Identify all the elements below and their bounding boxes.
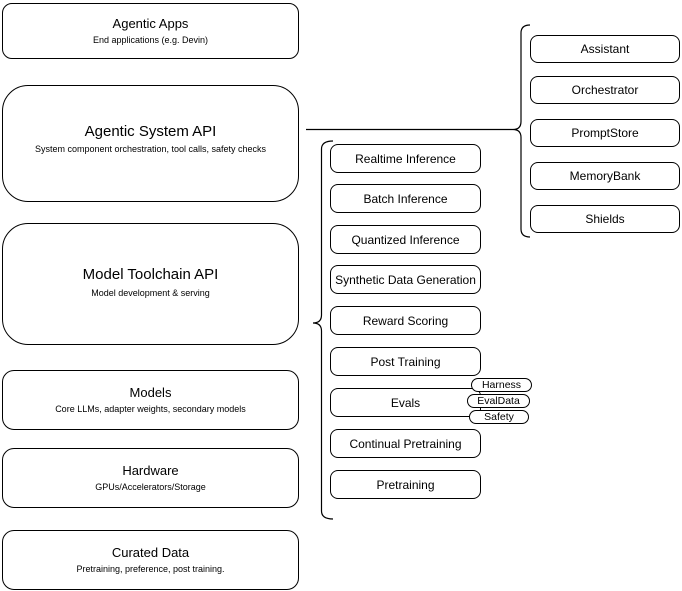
node-batch-inference: Batch Inference (330, 184, 481, 213)
node-title: Curated Data (111, 544, 190, 560)
node-subtitle: Core LLMs, adapter weights, secondary mo… (55, 404, 246, 415)
node-shields: Shields (530, 205, 680, 233)
node-quantized-inference: Quantized Inference (330, 225, 481, 254)
node-title: Agentic System API (84, 122, 217, 140)
node-pretraining: Pretraining (330, 470, 481, 499)
node-label: Continual Pretraining (349, 436, 462, 451)
node-subtitle: System component orchestration, tool cal… (34, 144, 267, 155)
node-label: Evals (390, 395, 421, 410)
node-agentic-apps: Agentic Apps End applications (e.g. Devi… (2, 3, 299, 59)
node-label: Orchestrator (571, 83, 639, 97)
node-label: Synthetic Data Generation (335, 272, 476, 287)
node-orchestrator: Orchestrator (530, 76, 680, 104)
toolchain-brace (312, 140, 334, 520)
node-post-training: Post Training (330, 347, 481, 376)
node-subtitle: Pretraining, preference, post training. (76, 564, 225, 575)
node-title: Model Toolchain API (82, 266, 219, 284)
node-title: Hardware (122, 462, 179, 478)
node-label: Batch Inference (363, 191, 448, 206)
node-title: Agentic Apps (112, 15, 189, 31)
node-label: Post Training (370, 354, 441, 369)
node-model-toolchain-api: Model Toolchain API Model development & … (2, 223, 299, 345)
node-agentic-system-api: Agentic System API System component orch… (2, 85, 299, 202)
node-label: Shields (585, 212, 625, 226)
node-subtitle: GPUs/Accelerators/Storage (95, 482, 206, 493)
node-realtime-inference: Realtime Inference (330, 144, 481, 173)
node-label: PromptStore (571, 126, 639, 140)
node-assistant: Assistant (530, 35, 680, 63)
system-components-brace (512, 24, 531, 238)
node-title: Models (129, 384, 172, 400)
node-hardware: Hardware GPUs/Accelerators/Storage (2, 448, 299, 508)
tag-safety: Safety (469, 410, 529, 424)
tag-evaldata: EvalData (467, 394, 530, 408)
tag-harness: Harness (471, 378, 532, 392)
node-label: Assistant (580, 42, 630, 56)
node-promptstore: PromptStore (530, 119, 680, 147)
node-label: MemoryBank (569, 169, 641, 183)
node-memorybank: MemoryBank (530, 162, 680, 190)
node-label: Realtime Inference (355, 151, 456, 166)
node-subtitle: End applications (e.g. Devin) (92, 35, 209, 46)
node-models: Models Core LLMs, adapter weights, secon… (2, 370, 299, 430)
node-curated-data: Curated Data Pretraining, preference, po… (2, 530, 299, 590)
node-label: Quantized Inference (351, 232, 460, 247)
tag-label: EvalData (477, 395, 520, 407)
node-evals: Evals (330, 388, 481, 417)
node-subtitle: Model development & serving (91, 287, 210, 298)
node-reward-scoring: Reward Scoring (330, 306, 481, 335)
tag-label: Safety (484, 411, 514, 423)
node-label: Reward Scoring (362, 313, 449, 328)
node-label: Pretraining (376, 477, 435, 492)
tag-label: Harness (481, 379, 522, 391)
node-synthetic-data-generation: Synthetic Data Generation (330, 265, 481, 294)
node-continual-pretraining: Continual Pretraining (330, 429, 481, 458)
